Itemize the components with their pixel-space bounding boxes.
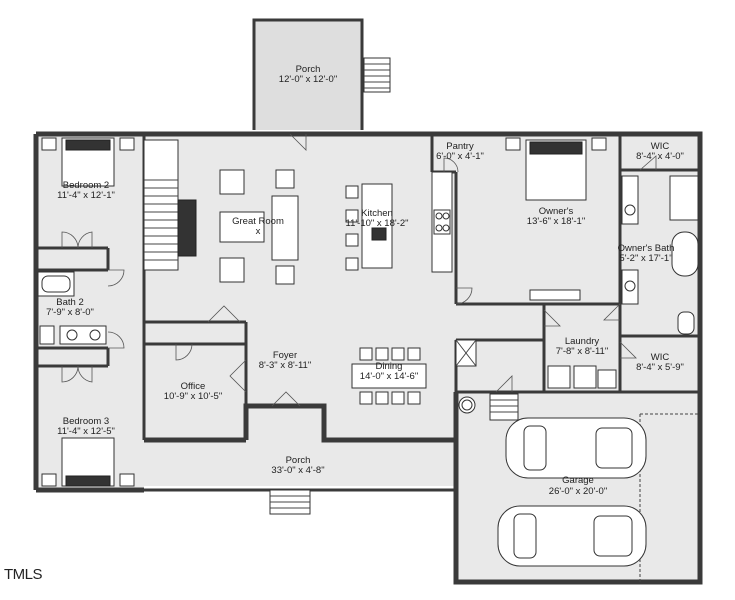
dining-name: Dining — [376, 361, 403, 372]
laundry-fixtures — [543, 309, 617, 389]
bath2-name: Bath 2 — [56, 297, 83, 308]
owners-bath-dims: 5'-2" x 17'-1" — [619, 253, 672, 264]
car-1 — [505, 417, 647, 479]
wic-top-dims: 8'-4" x 4'-0" — [636, 151, 684, 162]
office-dims: 10'-9" x 10'-5" — [164, 391, 222, 402]
floor-fills — [36, 20, 700, 582]
owners-furniture — [455, 137, 607, 305]
pantry-dims: 6'-0" x 4'-1" — [436, 151, 484, 162]
watermark-logo: TMLS — [4, 566, 43, 583]
front-steps — [269, 489, 311, 515]
foyer-name: Foyer — [273, 350, 297, 361]
stairs — [143, 139, 179, 271]
car-2 — [497, 505, 647, 567]
laundry-name: Laundry — [565, 336, 600, 347]
owners-bath-name: Owner's Bath — [618, 243, 675, 254]
pantry — [443, 157, 459, 173]
great-room-dims: x — [256, 226, 261, 237]
back-porch — [252, 18, 391, 130]
pantry-name: Pantry — [446, 141, 474, 152]
kitchen-dims: 11'-10" x 18'-2" — [345, 218, 408, 229]
bath2-fixtures — [37, 269, 125, 349]
foyer-dims: 8'-3" x 8'-11" — [259, 360, 311, 371]
dining-dims: 14'-0" x 14'-6" — [360, 371, 418, 382]
bedroom3-dims: 11'-4" x 12'-5" — [57, 426, 115, 437]
owners-dims: 13'-6" x 18'-1" — [527, 216, 585, 227]
laundry-dims: 7'-8" x 8'-11" — [556, 346, 608, 357]
great-room-name: Great Room — [232, 216, 284, 227]
bedroom2-furniture — [41, 137, 135, 249]
wic-bottom-dims: 8'-4" x 5'-9" — [636, 362, 684, 373]
bedroom3-name: Bedroom 3 — [63, 416, 109, 427]
wic-bottom — [619, 341, 637, 359]
garage-dims: 26'-0" x 20'-0" — [549, 486, 607, 497]
bedroom2-name: Bedroom 2 — [63, 180, 109, 191]
wic-top-name: WIC — [651, 141, 670, 152]
bedroom3-furniture — [41, 365, 135, 487]
bedroom2-dims: 11'-4" x 12'-1" — [57, 190, 115, 201]
owners-name: Owner's — [539, 206, 574, 217]
porch-top-name: Porch — [296, 64, 321, 75]
porch-front-name: Porch — [286, 455, 311, 466]
wic-bottom-name: WIC — [651, 352, 670, 363]
garage-name: Garage — [562, 475, 594, 486]
great-room-furniture — [177, 133, 307, 285]
kitchen-fixtures — [345, 171, 453, 273]
dining-furniture — [351, 347, 427, 405]
office-name: Office — [181, 381, 206, 392]
room-labels: Porch 12'-0" x 12'-0" Bedroom 2 11'-4" x… — [46, 64, 684, 497]
porch-top-dims: 12'-0" x 12'-0" — [279, 74, 337, 85]
owners-bath-fixtures — [603, 155, 699, 335]
office-foyer-doors — [175, 305, 477, 407]
interior-walls — [36, 134, 700, 440]
bath2-dims: 7'-9" x 8'-0" — [46, 307, 94, 318]
kitchen-name: Kitchen — [361, 208, 393, 219]
porch-front-dims: 33'-0" x 4'-8" — [271, 465, 324, 476]
garage-contents — [458, 375, 647, 567]
